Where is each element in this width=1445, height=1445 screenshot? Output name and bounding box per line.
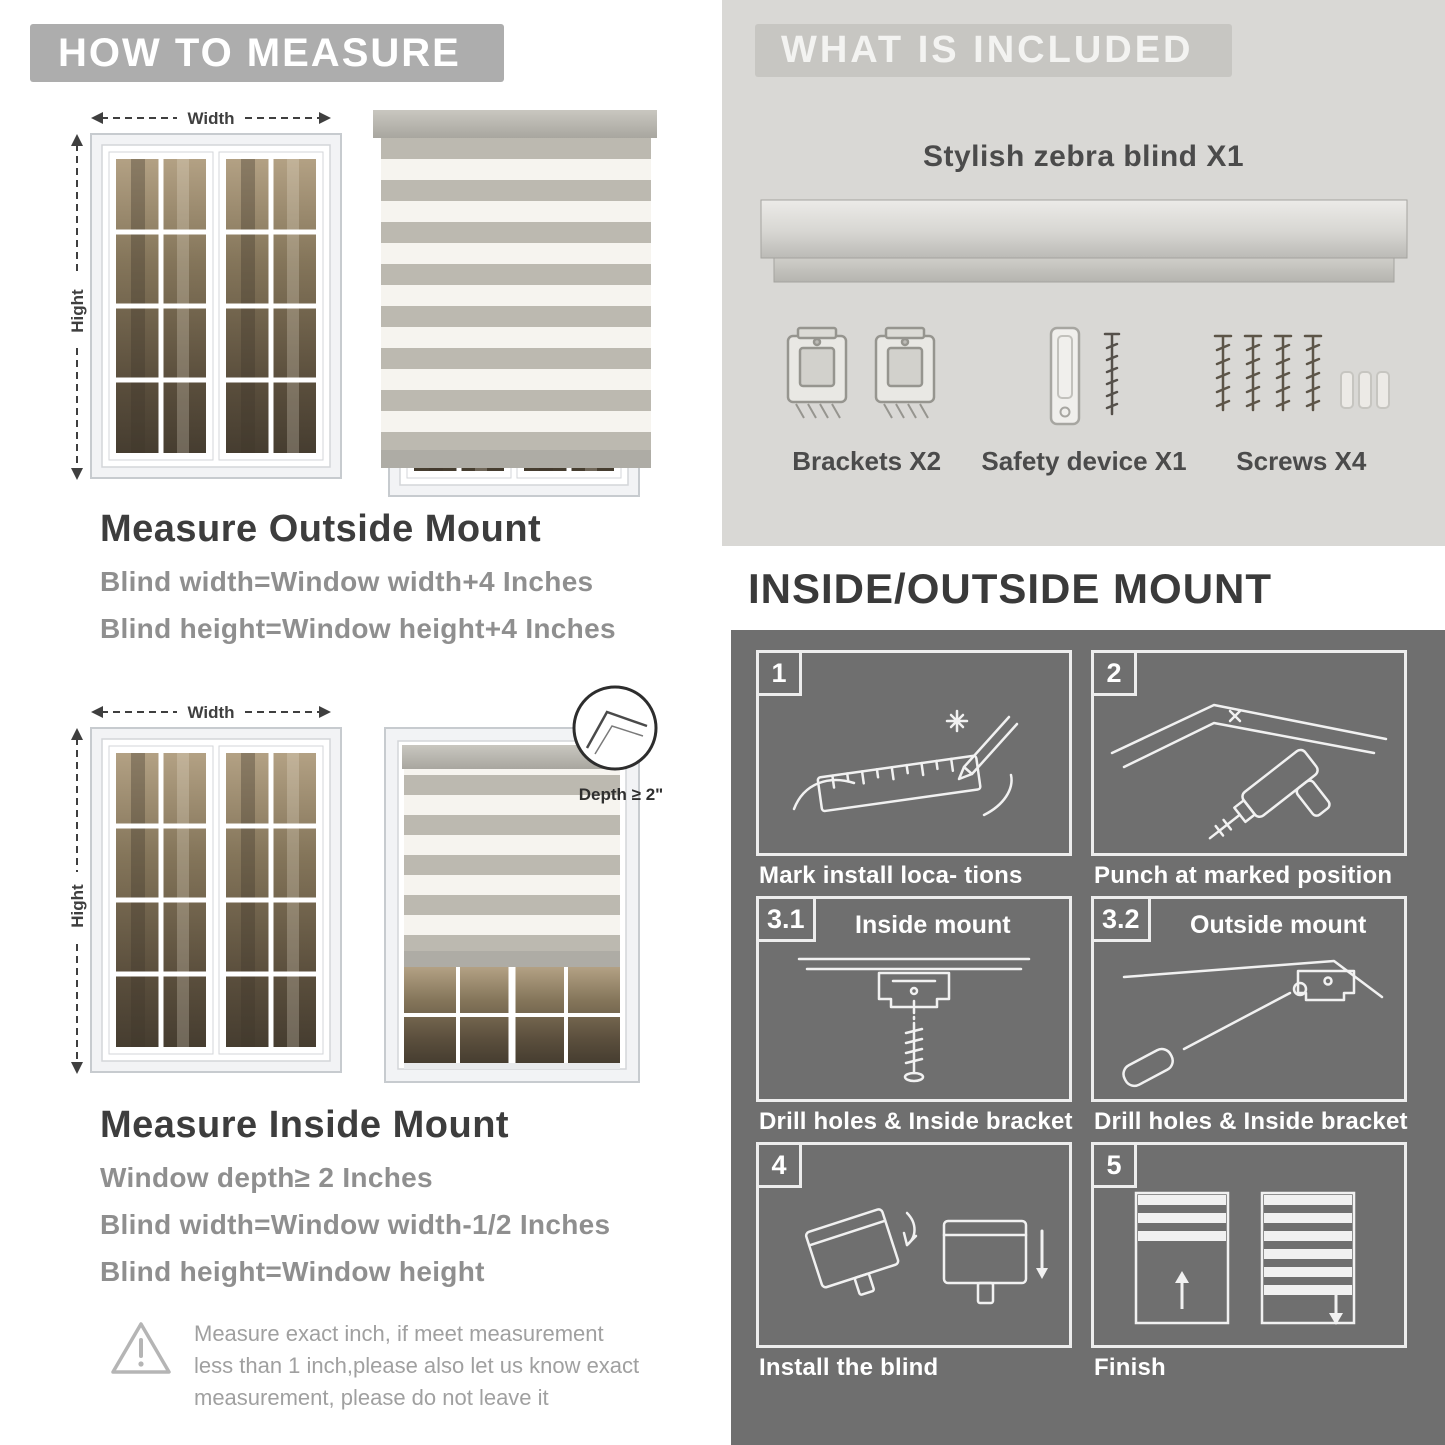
inside-mount-text: Measure Inside Mount Window depth≥ 2 Inc… <box>100 1104 610 1288</box>
measure-inside-title: Measure Inside Mount <box>100 1104 510 1146</box>
step-tile-4: 4 <box>756 1142 1072 1348</box>
step-caption-3-2: Drill holes & Inside bracket <box>1094 1108 1408 1135</box>
step-number-badge: 3.1 <box>756 896 816 942</box>
safety-device-icon <box>1049 326 1121 426</box>
brackets-label: Brackets X2 <box>792 446 942 476</box>
inside-mounted-blind <box>384 727 640 1083</box>
step-tile-2: 2 <box>1091 650 1407 856</box>
mount-section-title: INSIDE/OUTSIDE MOUNT <box>748 565 1273 612</box>
headrail-illustration <box>760 199 1408 283</box>
inside-mount-illustration: Width Hight Depth ≥ 2" <box>68 685 663 1083</box>
brackets-icon <box>786 326 935 419</box>
mount-steps-panel: 1 Mark install <box>731 630 1445 1445</box>
inside-rule-3: Blind height=Window height <box>100 1256 485 1287</box>
inside-rule-2: Blind width=Window width-1/2 Inches <box>100 1209 611 1240</box>
included-item-screws: Screws X4 <box>1193 322 1410 477</box>
zebra-blind-outside <box>373 110 657 468</box>
outside-rule-2: Blind height=Window height+4 Inches <box>100 613 616 644</box>
width-label: Width <box>187 109 234 128</box>
height-arrow <box>71 728 83 1074</box>
step-caption-4: Install the blind <box>759 1354 939 1381</box>
height-label: Hight <box>68 884 87 928</box>
included-item-safety-device: Safety device X1 <box>975 322 1192 477</box>
depth-detail-circle <box>572 685 658 771</box>
safety-device-label: Safety device X1 <box>981 446 1187 476</box>
screws-label: Screws X4 <box>1236 446 1367 476</box>
step-caption-2: Punch at marked position <box>1094 862 1393 889</box>
height-arrow <box>71 134 83 480</box>
what-is-included-title: WHAT IS INCLUDED <box>781 29 1194 71</box>
window-photo <box>91 728 341 1072</box>
step-caption-5: Finish <box>1094 1354 1166 1381</box>
step-caption-1: Mark install loca- tions <box>759 862 1023 889</box>
included-items-row: Brackets X2 Safety device X1 <box>758 322 1410 477</box>
finish-art <box>1134 1191 1356 1325</box>
step-number-badge: 1 <box>756 650 802 696</box>
window-photo <box>91 134 341 478</box>
width-arrow <box>91 706 331 718</box>
inside-bracket-art <box>797 957 1031 1083</box>
step-tile-3-1: 3.1 Inside mount <box>756 896 1072 1102</box>
step-number-badge: 3.2 <box>1091 896 1151 942</box>
step-caption-3-1: Drill holes & Inside bracket <box>759 1108 1073 1135</box>
step-tile-1: 1 <box>756 650 1072 856</box>
width-label: Width <box>187 703 234 722</box>
included-item-brackets: Brackets X2 <box>758 322 975 477</box>
outside-rule-1: Blind width=Window width+4 Inches <box>100 566 594 597</box>
outside-bracket-art <box>1122 959 1384 1088</box>
width-arrow <box>91 112 331 124</box>
install-blind-art <box>804 1208 1048 1305</box>
warning-triangle-icon <box>111 1322 171 1374</box>
how-to-measure-title: HOW TO MEASURE <box>58 30 461 75</box>
inside-rule-1: Window depth≥ 2 Inches <box>100 1162 433 1193</box>
measure-warning: Measure exact inch, if meet measurement … <box>108 1318 668 1414</box>
step-tile-5: 5 <box>1091 1142 1407 1348</box>
step-tile-3-2: 3.2 Outside mount <box>1091 896 1407 1102</box>
step-number-badge: 5 <box>1091 1142 1137 1188</box>
step-title: Inside mount <box>855 911 1011 939</box>
step-number-badge: 4 <box>756 1142 802 1188</box>
what-is-included-banner: WHAT IS INCLUDED <box>755 24 1232 77</box>
step-title: Outside mount <box>1190 911 1367 939</box>
depth-label: Depth ≥ 2" <box>579 785 663 804</box>
step-number-badge: 2 <box>1091 650 1137 696</box>
measure-outside-title: Measure Outside Mount <box>100 508 542 550</box>
outside-mount-illustration: Width Hight <box>68 109 657 498</box>
what-is-included-panel: WHAT IS INCLUDED Stylish zebra blind X1 <box>722 0 1445 546</box>
drill-punch-art <box>1110 703 1388 840</box>
height-label: Hight <box>68 289 87 333</box>
mark-location-art <box>792 709 1019 817</box>
product-label: Stylish zebra blind X1 <box>922 140 1245 173</box>
how-to-measure-banner: HOW TO MEASURE <box>30 24 504 82</box>
mount-section-header: INSIDE/OUTSIDE MOUNT <box>748 556 1408 622</box>
outside-mount-text: Measure Outside Mount Blind width=Window… <box>100 508 616 645</box>
screws-icon <box>1214 334 1391 412</box>
warning-text: Measure exact inch, if meet measurement … <box>194 1321 640 1410</box>
